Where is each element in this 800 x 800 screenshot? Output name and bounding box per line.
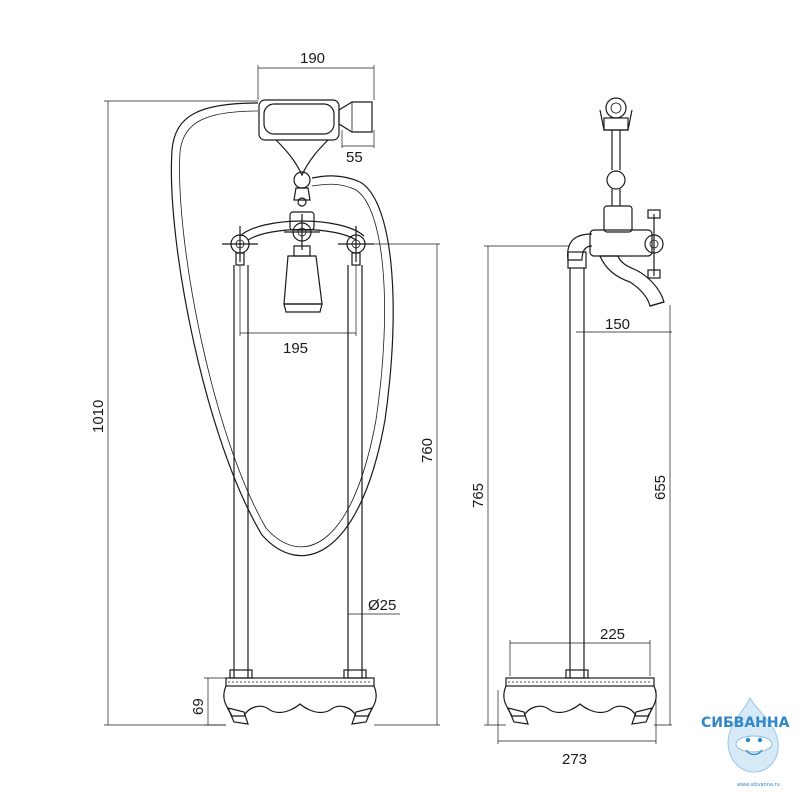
side-base: [503, 677, 657, 725]
handshower: [258, 99, 373, 141]
dim-69: 69: [190, 698, 207, 715]
side-handle: [644, 209, 664, 279]
front-base: [223, 677, 377, 725]
dim-760: 760: [419, 438, 436, 463]
dim-55: 55: [346, 149, 363, 166]
logo-url: www.sibvanna.ru: [737, 782, 780, 788]
dim-225: 225: [600, 626, 625, 643]
dim-1010: 1010: [90, 400, 107, 433]
dim-765: 765: [470, 483, 487, 508]
dim-190: 190: [300, 50, 325, 67]
dim-150: 150: [605, 316, 630, 333]
dim-273: 273: [562, 751, 587, 768]
front-dimensions: 190 55 195 1010 760 Ø25 69: [90, 50, 440, 726]
shower-hose: [170, 102, 394, 557]
cold-handle: [338, 226, 374, 266]
dim-195: 195: [283, 340, 308, 357]
dim-655: 655: [652, 475, 669, 500]
sibvanna-logo: СИБВАННА www.sibvanna.ru: [701, 696, 790, 788]
logo-text: СИБВАННА: [701, 715, 790, 731]
side-spout: [599, 255, 665, 307]
front-spout: [283, 245, 323, 313]
side-handshower: [599, 97, 633, 206]
side-view: [503, 97, 665, 725]
front-view: [170, 99, 394, 725]
side-dimensions: 765 150 655 225 273: [470, 245, 672, 768]
hot-handle: [222, 226, 258, 266]
mixer-handle: [284, 214, 320, 250]
dim-d25: Ø25: [368, 597, 396, 614]
